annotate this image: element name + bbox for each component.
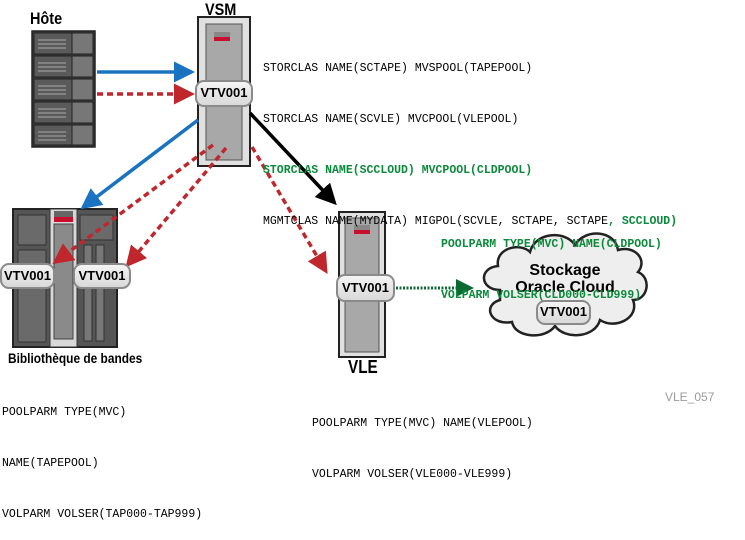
- vle-config-line-2: VOLPARM VOLSER(VLE000-VLE999): [312, 468, 513, 481]
- vsm-config-line-4-green: , SCCLOUD): [608, 215, 678, 228]
- vle-label: VLE: [348, 357, 378, 377]
- cloud-icon: [482, 232, 648, 337]
- vle-config-line-1: POOLPARM TYPE(MVC) NAME(VLEPOOL): [312, 417, 533, 430]
- cloud-config-line-2: VOLPARM VOLSER(CLD000-CLD999): [441, 289, 642, 302]
- vsm-config-line-4: MGMTCLAS NAME(MYDATA) MIGPOL(SCVLE, SCTA…: [263, 213, 677, 230]
- cloud-config-line-1: POOLPARM TYPE(MVC) NAME(CLDPOOL): [441, 238, 662, 251]
- host-label: Hôte: [30, 9, 63, 28]
- library-config-line-1: POOLPARM TYPE(MVC): [2, 406, 127, 419]
- cloud-title: Stockage Oracle Cloud: [500, 262, 630, 296]
- vsm-label: VSM: [205, 0, 237, 19]
- cloud-title-line2: Oracle Cloud: [515, 279, 615, 296]
- library-vtv-badge-left: VTV001: [0, 263, 55, 289]
- library-vtv-badge-right: VTV001: [73, 263, 131, 289]
- vsm-to-library-left-red-dashed-arrow: [52, 143, 215, 265]
- vsm-config-line-2: STORCLAS NAME(SCVLE) MVCPOOL(VLEPOOL): [263, 113, 519, 126]
- vsm-config-line-1: STORCLAS NAME(SCTAPE) MVSPOOL(TAPEPOOL): [263, 62, 533, 75]
- vsm-to-vle-black-arrow: [248, 111, 337, 206]
- vsm-to-vle-red-dashed-arrow: [250, 146, 328, 275]
- cloud-vtv-badge: VTV001: [536, 300, 591, 325]
- figure-id: VLE_057: [665, 390, 715, 404]
- diagram-canvas: [12, 16, 648, 358]
- vsm-to-library-blue-arrow: [80, 118, 200, 210]
- library-config-line-3: VOLPARM VOLSER(TAP000-TAP999): [2, 508, 203, 521]
- cloud-config-block: POOLPARM TYPE(MVC) NAME(CLDPOOL) VOLPARM…: [441, 202, 662, 321]
- vsm-config-block: STORCLAS NAME(SCTAPE) MVSPOOL(TAPEPOOL) …: [263, 26, 677, 247]
- vsm-vtv-badge: VTV001: [195, 80, 253, 107]
- vsm-config-line-4-black: MGMTCLAS NAME(MYDATA) MIGPOL(SCVLE, SCTA…: [263, 215, 609, 228]
- vle-config-block: POOLPARM TYPE(MVC) NAME(VLEPOOL) VOLPARM…: [312, 381, 533, 500]
- library-config-line-2: NAME(TAPEPOOL): [2, 457, 99, 470]
- library-config-block: POOLPARM TYPE(MVC) NAME(TAPEPOOL) VOLPAR…: [2, 370, 202, 540]
- vsm-config-line-3: STORCLAS NAME(SCCLOUD) MVCPOOL(CLDPOOL): [263, 164, 533, 177]
- library-label: Bibliothèque de bandes: [8, 350, 143, 366]
- host-server-icon: [31, 30, 96, 148]
- vsm-to-library-right-red-dashed-arrow: [125, 146, 228, 268]
- vle-vtv-badge: VTV001: [336, 274, 395, 302]
- cloud-title-line1: Stockage: [529, 262, 601, 279]
